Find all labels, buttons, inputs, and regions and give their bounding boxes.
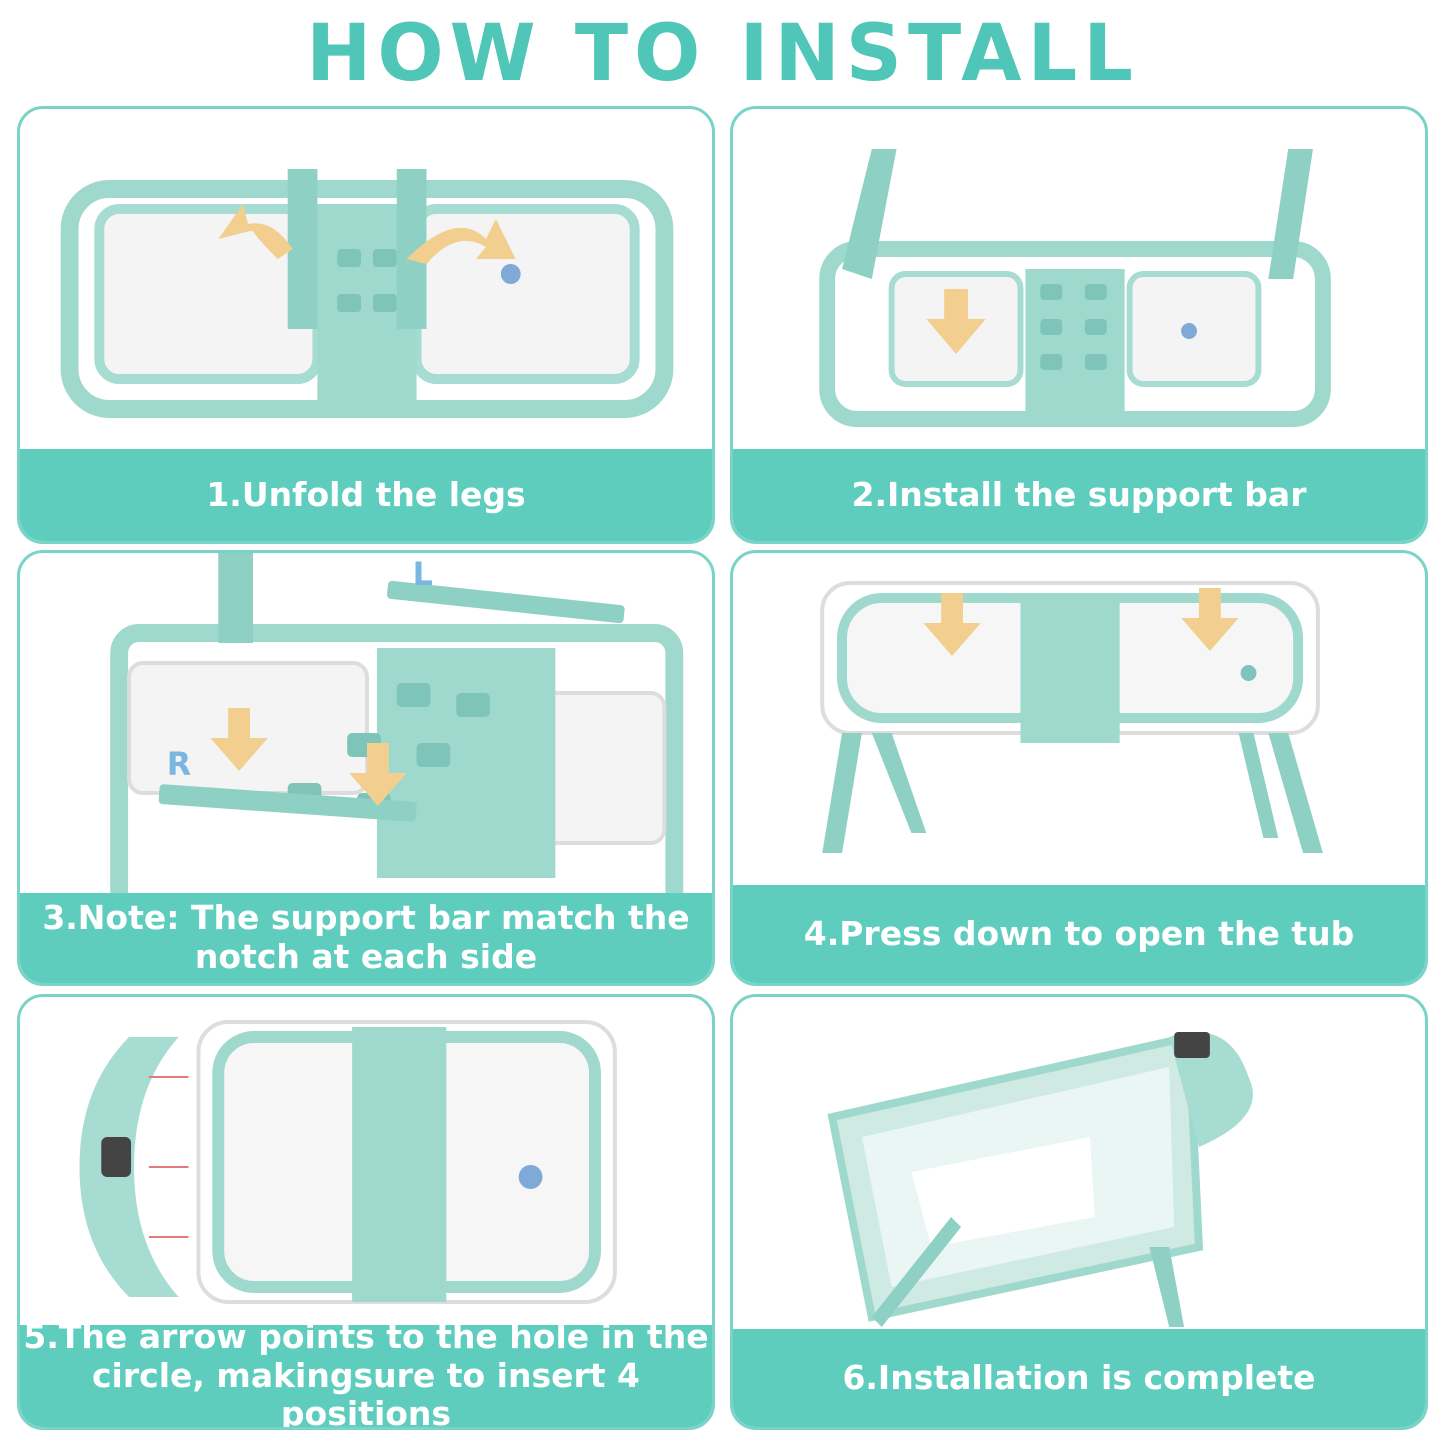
arrow-down-icon bbox=[926, 289, 986, 354]
step-card-4: 4.Press down to open the tub bbox=[730, 550, 1428, 986]
arrow-down-icon bbox=[923, 593, 981, 656]
step-card-5: 5.The arrow points to the hole in the ci… bbox=[17, 994, 715, 1430]
step-card-1: 1.Unfold the legs bbox=[17, 106, 715, 544]
page-title: HOW TO INSTALL bbox=[306, 9, 1139, 99]
arrow-right-icon bbox=[406, 219, 516, 264]
arrow-down-icon bbox=[1181, 588, 1239, 651]
step-card-3: L R 3.Note: The support bar match the no… bbox=[17, 550, 715, 986]
drain-plug-icon bbox=[1240, 665, 1257, 681]
drain-plug-icon bbox=[500, 264, 521, 284]
step-3-caption: 3.Note: The support bar match the notch … bbox=[20, 893, 712, 983]
arrow-down-icon bbox=[210, 708, 268, 771]
thermometer-display-icon bbox=[101, 1137, 132, 1177]
step-4-caption: 4.Press down to open the tub bbox=[733, 885, 1425, 983]
step-4-illustration bbox=[820, 581, 1323, 853]
step-5-illustration bbox=[79, 1020, 617, 1304]
step-3-illustration: L R bbox=[110, 553, 684, 899]
step-2-illustration bbox=[819, 149, 1331, 427]
label-right: R bbox=[167, 745, 191, 783]
drain-plug-icon bbox=[1181, 323, 1197, 339]
headrest-icon bbox=[1169, 1032, 1253, 1147]
step-1-illustration bbox=[60, 169, 674, 418]
drain-plug-icon bbox=[518, 1165, 543, 1189]
step-card-2: 2.Install the support bar bbox=[730, 106, 1428, 544]
arrow-down-icon bbox=[349, 743, 407, 806]
step-2-caption: 2.Install the support bar bbox=[733, 449, 1425, 541]
step-1-caption: 1.Unfold the legs bbox=[20, 449, 712, 541]
label-left: L bbox=[413, 555, 433, 593]
step-6-illustration bbox=[827, 1032, 1253, 1327]
step-6-caption: 6.Installation is complete bbox=[733, 1329, 1425, 1427]
step-5-caption: 5.The arrow points to the hole in the ci… bbox=[20, 1317, 712, 1427]
thermometer-display-icon bbox=[1174, 1032, 1210, 1058]
arrow-left-icon bbox=[218, 204, 293, 259]
step-card-6: 6.Installation is complete bbox=[730, 994, 1428, 1430]
